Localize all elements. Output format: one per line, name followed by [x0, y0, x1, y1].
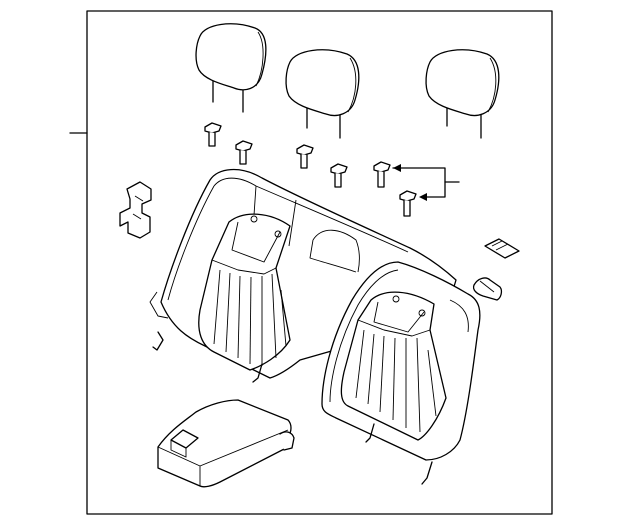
label-plate	[485, 239, 519, 258]
headrest-guides	[205, 123, 416, 216]
arrow-head-lower	[419, 193, 427, 201]
headrest-guide	[236, 141, 252, 164]
headrest-guide	[331, 164, 347, 187]
headrest-center	[286, 50, 359, 138]
headrest-left	[196, 24, 266, 112]
hinge-bracket	[120, 182, 151, 238]
headrest-guide	[400, 191, 416, 216]
seat-back-right-section	[322, 262, 480, 484]
arrow-head-upper	[393, 164, 401, 172]
trim-cover	[474, 278, 502, 300]
diagram-frame	[87, 11, 552, 514]
headrest-guide	[297, 145, 313, 168]
headrest-guide	[374, 162, 390, 187]
headrest-right	[426, 50, 499, 138]
guide-callout-lines	[393, 164, 459, 201]
headrest-guide	[205, 123, 221, 146]
armrest	[158, 400, 294, 487]
